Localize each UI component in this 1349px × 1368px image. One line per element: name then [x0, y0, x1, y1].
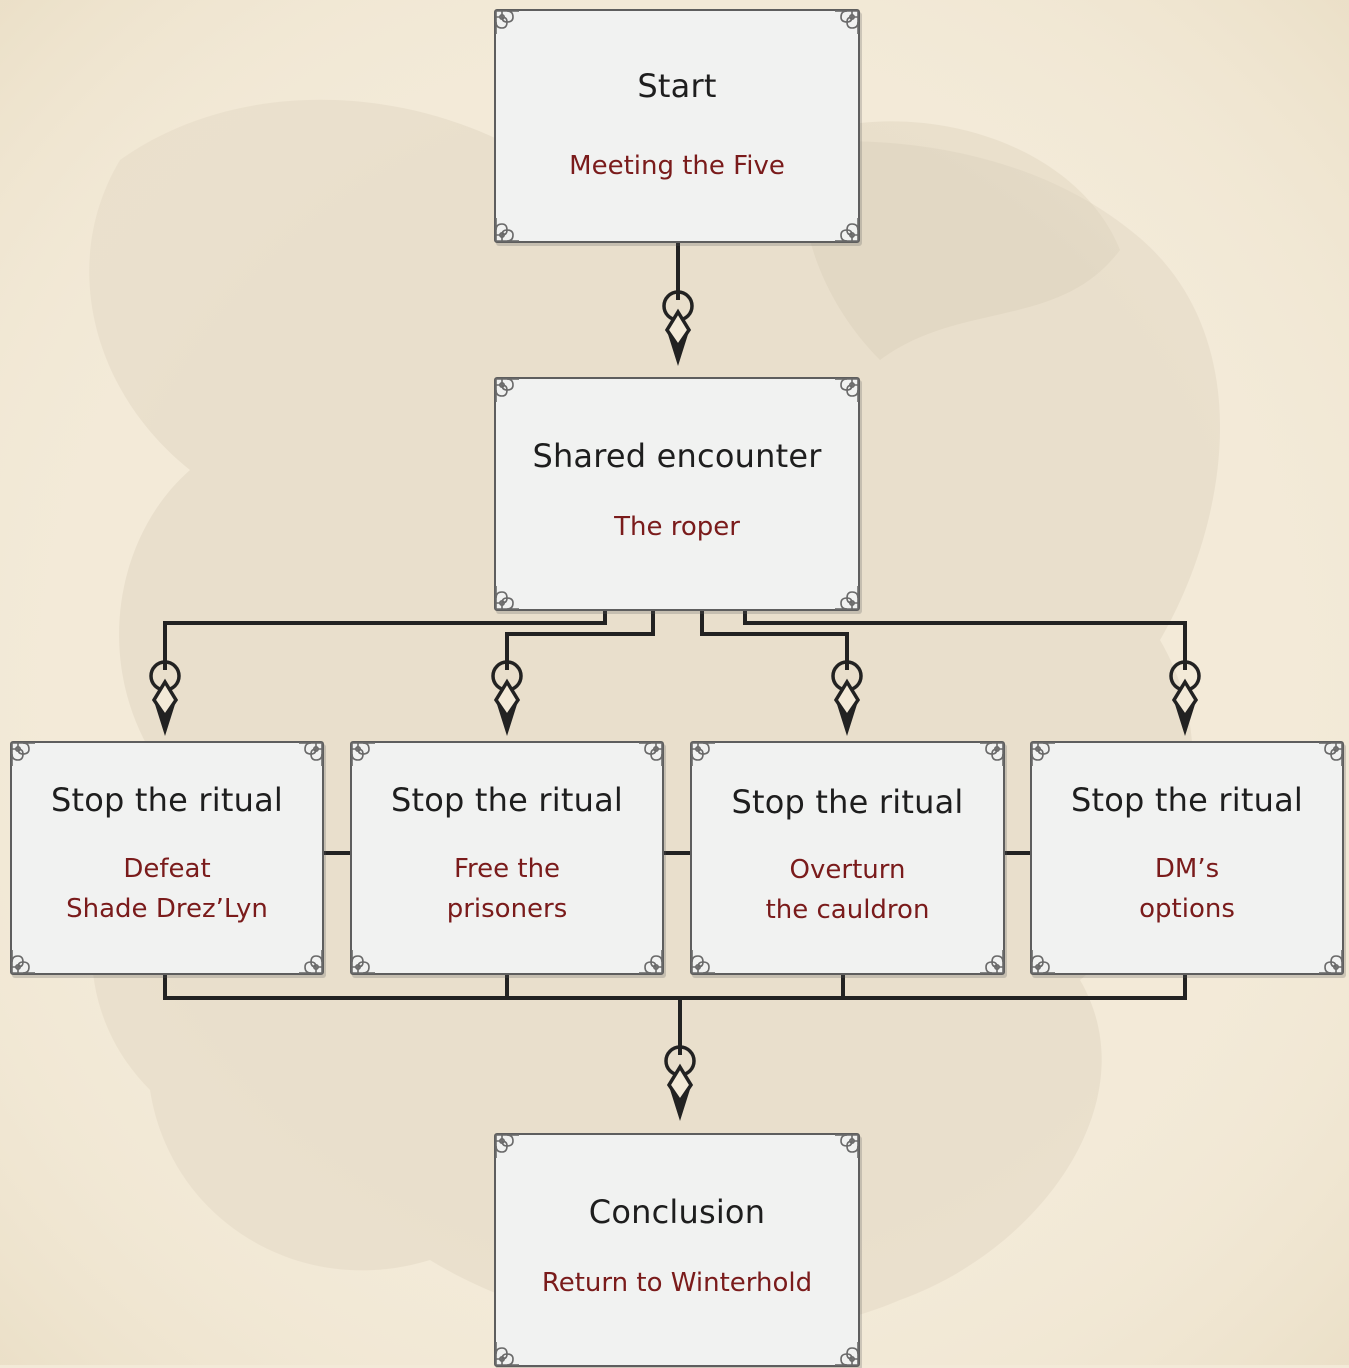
node-subtitle-line: Defeat [123, 854, 211, 884]
celtic-knot-corner-icon [831, 376, 861, 406]
connector-line [163, 975, 1187, 1000]
node-conclusion: Conclusion Return to Winterhold [494, 1133, 860, 1367]
celtic-knot-corner-icon [493, 8, 523, 38]
node-title: Conclusion [588, 1193, 766, 1231]
celtic-knot-corner-icon [1315, 740, 1345, 770]
node-branch-dm-options: Stop the ritual DM’s options [1030, 741, 1344, 975]
celtic-knot-corner-icon [9, 740, 39, 770]
node-subtitle: Defeat Shade Drez’Lyn [12, 849, 322, 929]
celtic-knot-corner-icon [831, 214, 861, 244]
node-title: Stop the ritual [391, 781, 623, 819]
ring-diamond-arrowhead-icon [664, 1045, 696, 1123]
node-title: Stop the ritual [51, 781, 283, 819]
node-branch-free-prisoners: Stop the ritual Free the prisoners [350, 741, 664, 975]
celtic-knot-corner-icon [976, 946, 1006, 976]
node-branch-overturn-cauldron: Stop the ritual Overturn the cauldron [690, 741, 1005, 975]
celtic-knot-corner-icon [493, 214, 523, 244]
node-shared-encounter: Shared encounter The roper [494, 377, 860, 611]
celtic-knot-corner-icon [831, 582, 861, 612]
celtic-knot-corner-icon [1029, 946, 1059, 976]
celtic-knot-corner-icon [1315, 946, 1345, 976]
celtic-knot-corner-icon [831, 8, 861, 38]
node-title: Stop the ritual [731, 783, 964, 821]
node-subtitle: Return to Winterhold [541, 1268, 813, 1298]
node-subtitle-line: Shade Drez’Lyn [66, 894, 268, 924]
node-subtitle-line: Free the [453, 854, 561, 884]
node-subtitle: Meeting the Five [569, 151, 785, 181]
celtic-knot-corner-icon [9, 946, 39, 976]
node-subtitle-line: Overturn [789, 855, 906, 885]
node-title: Shared encounter [532, 437, 822, 475]
celtic-knot-corner-icon [349, 740, 379, 770]
ring-diamond-arrowhead-icon [1169, 660, 1201, 738]
node-subtitle-line: options [1139, 894, 1235, 924]
node-title: Stop the ritual [1071, 781, 1303, 819]
ring-diamond-arrowhead-icon [831, 660, 863, 738]
node-subtitle-line: prisoners [446, 894, 568, 924]
celtic-knot-corner-icon [493, 1338, 523, 1368]
celtic-knot-corner-icon [295, 946, 325, 976]
connector-line [163, 610, 607, 670]
node-branch-defeat-shade: Stop the ritual Defeat Shade Drez’Lyn [10, 741, 324, 975]
celtic-knot-corner-icon [493, 376, 523, 406]
celtic-knot-corner-icon [295, 740, 325, 770]
celtic-knot-corner-icon [689, 740, 719, 770]
ring-diamond-arrowhead-icon [662, 290, 694, 368]
connector-line [743, 610, 1187, 670]
connector-line [700, 610, 849, 670]
ring-diamond-arrowhead-icon [149, 660, 181, 738]
celtic-knot-corner-icon [831, 1132, 861, 1162]
node-subtitle-line: the cauldron [765, 895, 930, 925]
celtic-knot-corner-icon [349, 946, 379, 976]
celtic-knot-corner-icon [976, 740, 1006, 770]
node-subtitle-line: DM’s [1154, 854, 1220, 884]
ring-diamond-arrowhead-icon [491, 660, 523, 738]
node-subtitle: Overturn the cauldron [692, 850, 1003, 930]
node-subtitle: DM’s options [1032, 849, 1342, 929]
celtic-knot-corner-icon [635, 740, 665, 770]
celtic-knot-corner-icon [635, 946, 665, 976]
celtic-knot-corner-icon [1029, 740, 1059, 770]
celtic-knot-corner-icon [493, 582, 523, 612]
connector-line [505, 610, 655, 670]
node-subtitle: The roper [614, 512, 740, 542]
celtic-knot-corner-icon [689, 946, 719, 976]
node-title: Start [637, 67, 717, 105]
celtic-knot-corner-icon [831, 1338, 861, 1368]
node-start: Start Meeting the Five [494, 9, 860, 243]
celtic-knot-corner-icon [493, 1132, 523, 1162]
node-subtitle: Free the prisoners [352, 849, 662, 929]
